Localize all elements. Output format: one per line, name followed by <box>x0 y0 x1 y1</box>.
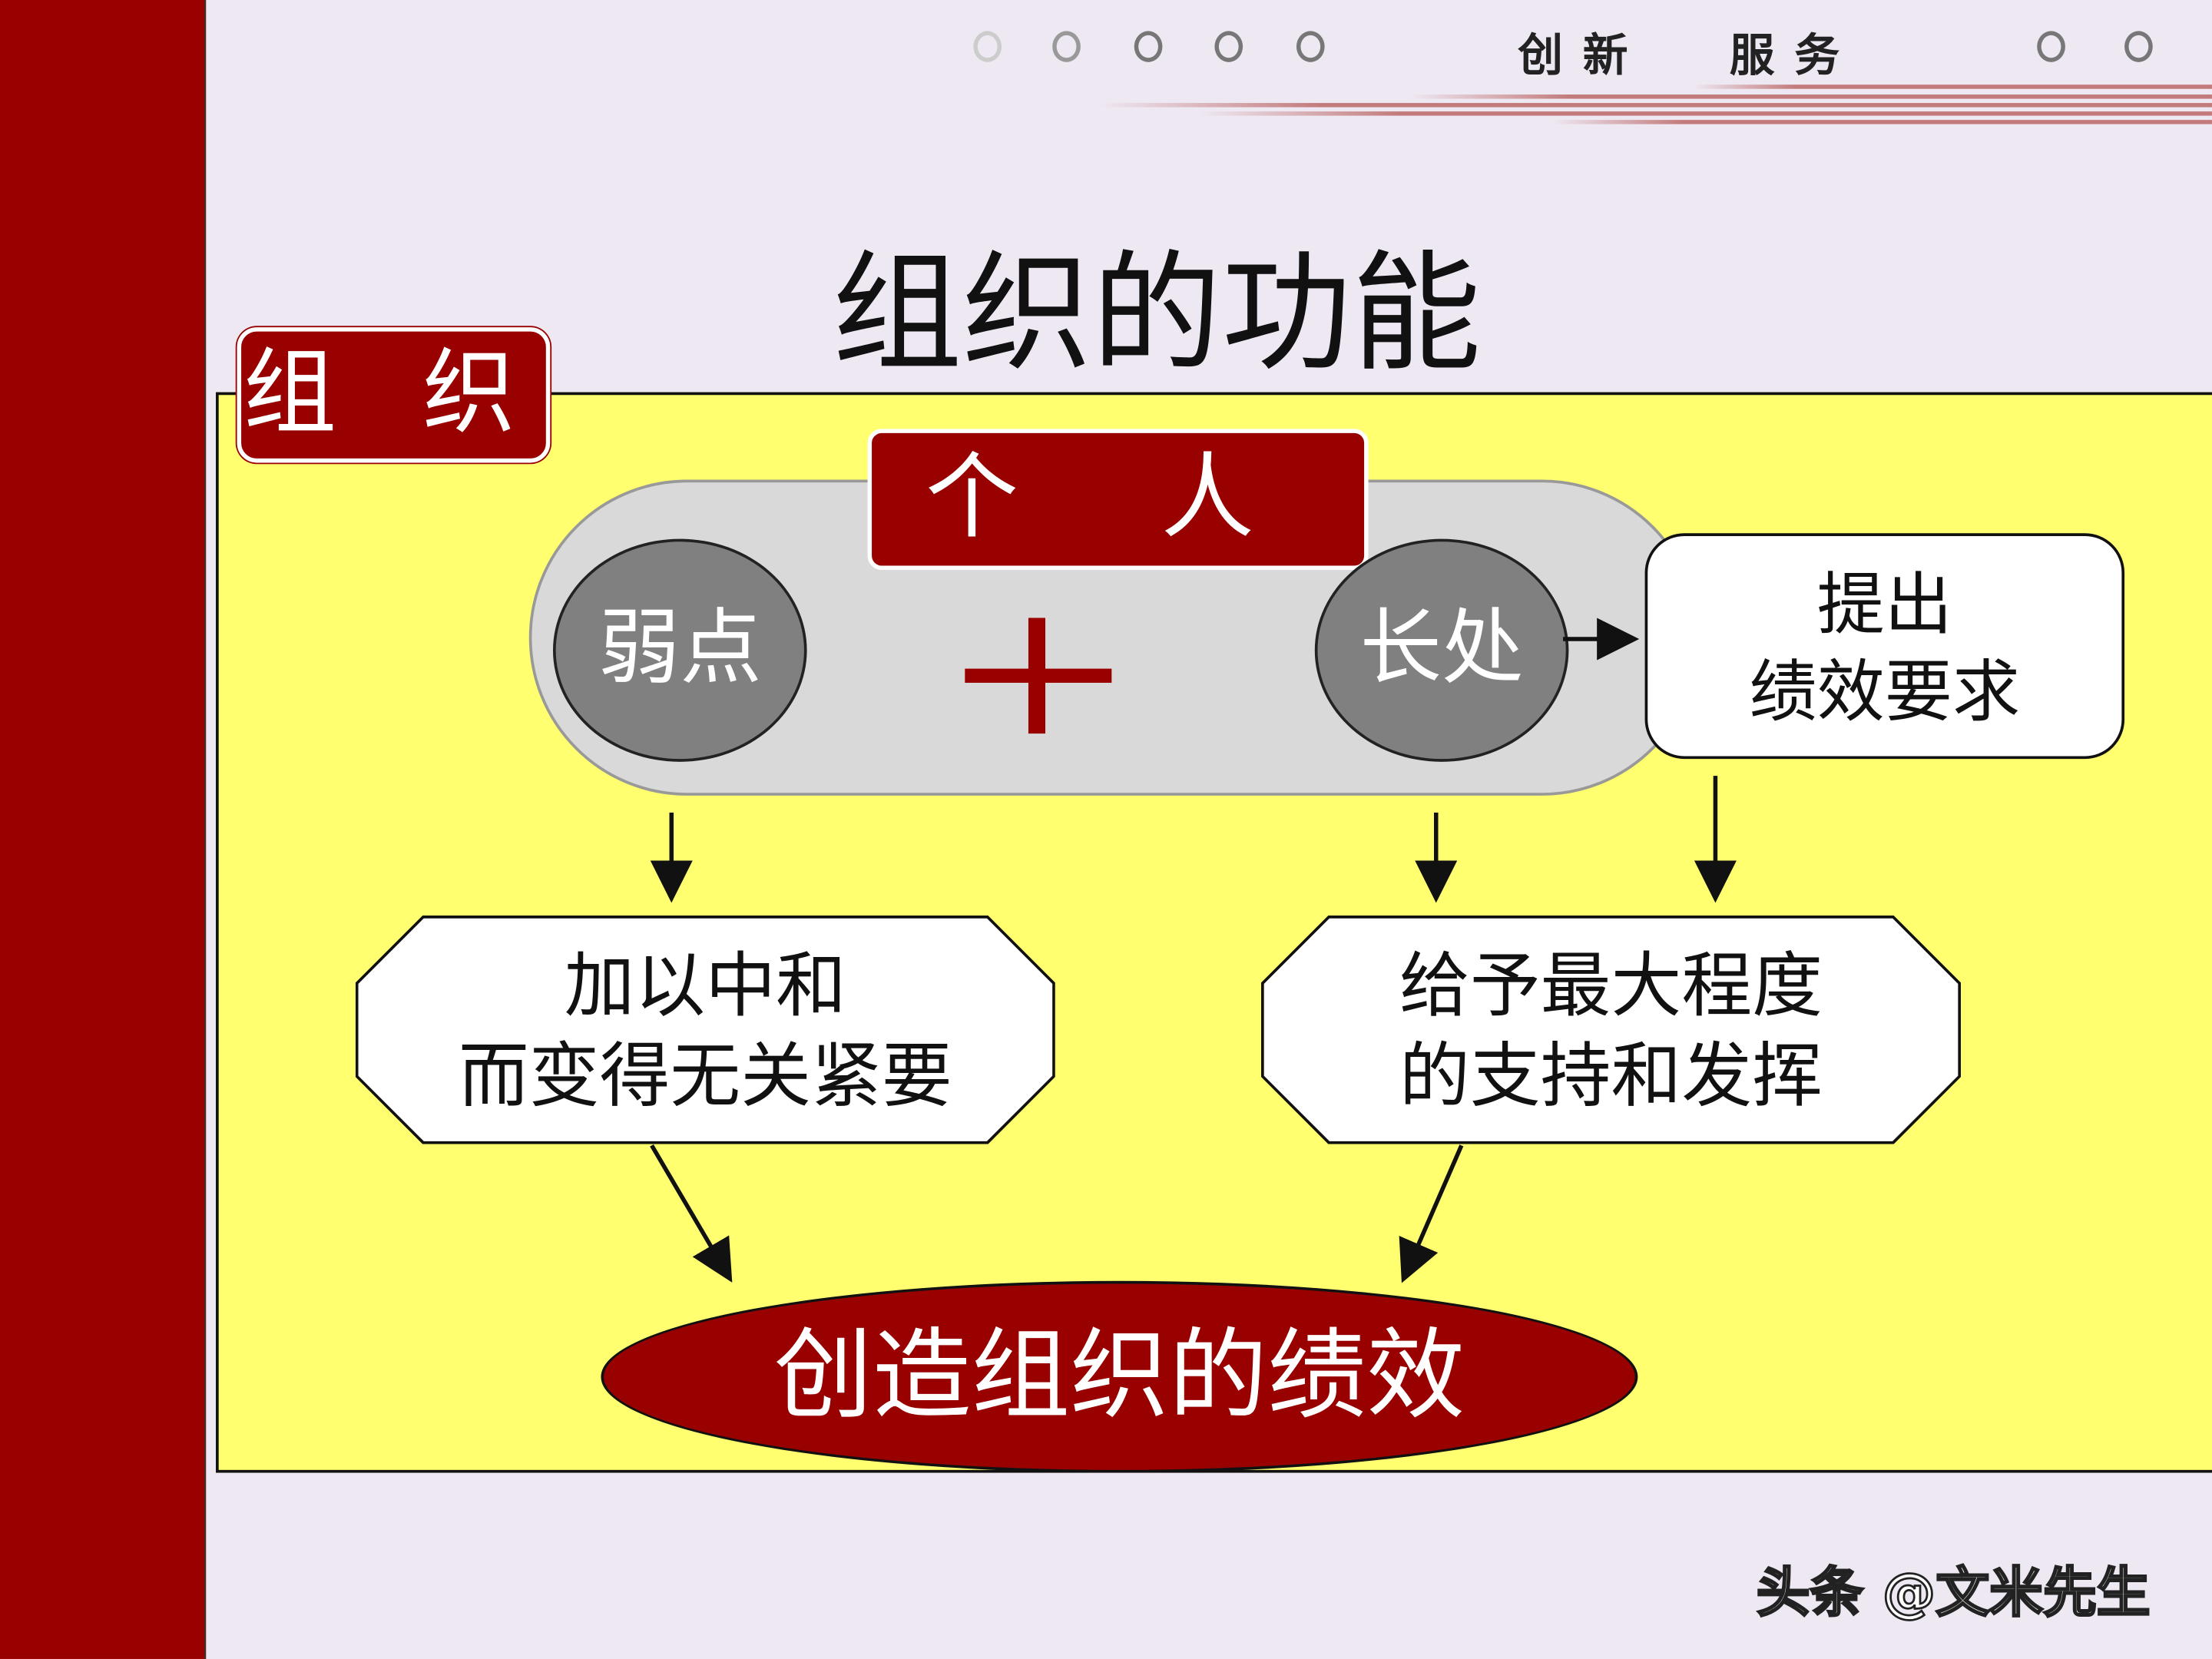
requirement-line2: 绩效要求 <box>1749 653 2021 733</box>
requirement-line1: 提出 <box>1816 565 1952 645</box>
ring-icon <box>1052 31 1081 62</box>
strength-circle: 长处 <box>1314 538 1569 762</box>
ring-icon <box>1134 31 1163 62</box>
neutralize-line1: 加以中和 <box>564 945 847 1028</box>
header-text-service: 服务 <box>1729 28 1859 82</box>
left-bar <box>0 0 207 1659</box>
ring-icon <box>1214 31 1243 62</box>
result-ellipse: 创造组织的绩效 <box>601 1280 1638 1473</box>
plus-icon <box>1028 618 1045 734</box>
weakness-circle: 弱点 <box>552 538 807 762</box>
stripe <box>1199 111 2212 116</box>
requirement-box: 提出 绩效要求 <box>1644 533 2125 760</box>
stripe <box>1551 120 2212 124</box>
stripe <box>1100 103 2212 108</box>
ring-icon <box>2124 31 2153 62</box>
arrow-support-to-result <box>1399 1144 1464 1283</box>
neutralize-box: 加以中和而变得无关紧要 <box>355 916 1055 1144</box>
page-title: 组织的功能 <box>832 238 1482 389</box>
stripe <box>1693 84 2212 89</box>
watermark: 头条 @文米先生 <box>1755 1561 2151 1625</box>
support-box: 给予最大程度的支持和发挥 <box>1261 916 1962 1144</box>
arrow-neutralize-to-result <box>650 1144 733 1283</box>
neutralize-line2: 而变得无关紧要 <box>458 1035 952 1118</box>
support-line2: 的支持和发挥 <box>1399 1035 1823 1118</box>
stripe <box>1410 94 2212 99</box>
ring-icon <box>2037 31 2065 62</box>
organization-label: 组 织 <box>237 327 551 463</box>
individual-label: 个 人 <box>867 429 1369 571</box>
support-line1: 给予最大程度 <box>1399 945 1823 1028</box>
header-text-innovation: 创新 <box>1518 28 1648 82</box>
ring-icon <box>1296 31 1325 62</box>
ring-icon <box>973 31 1002 62</box>
